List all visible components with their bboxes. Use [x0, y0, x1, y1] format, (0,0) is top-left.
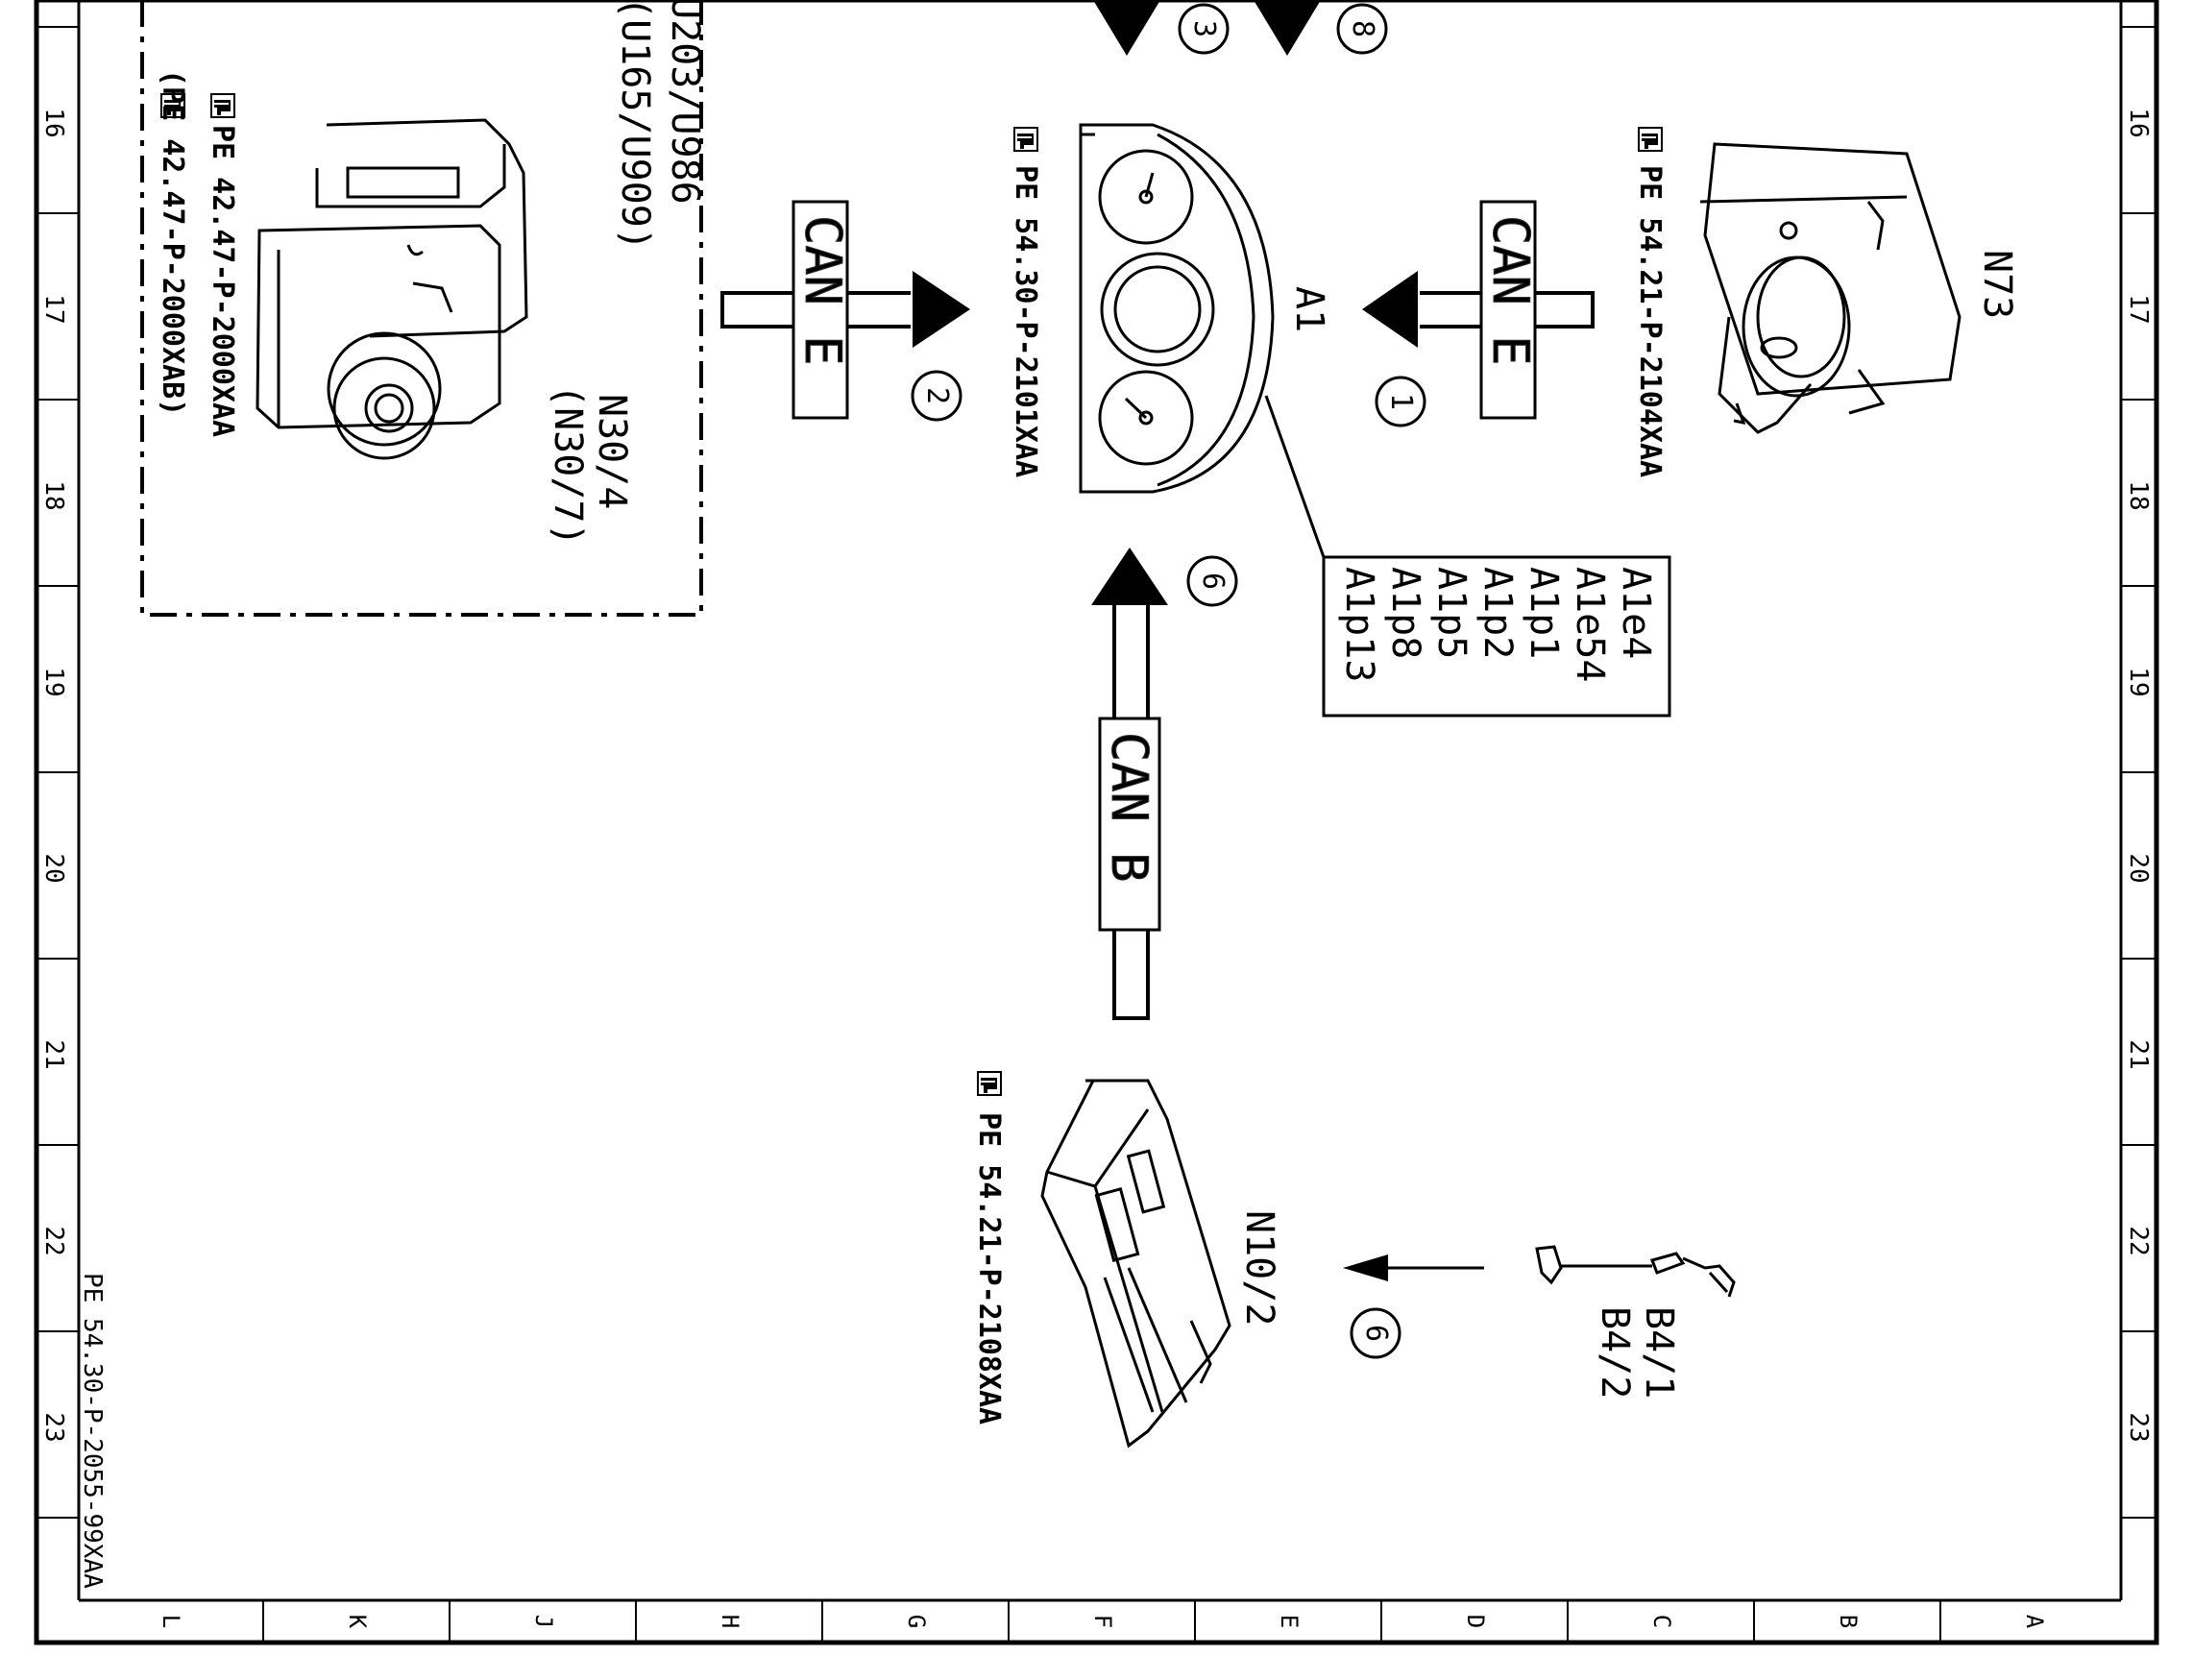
a1-cluster-drawing — [1079, 123, 1275, 494]
top-marker-8-number: 8 — [1346, 20, 1379, 37]
n73-ref: PE 54.21-P-2104XAA — [1633, 165, 1667, 477]
a1-subpart-6: A1p8 — [1383, 567, 1427, 659]
n30-4-ref2: (PE 42.47-P-2000XAB) — [156, 69, 189, 416]
bottom-label-F: F — [1089, 1615, 1116, 1628]
reference-hand-icon — [977, 1071, 1002, 1096]
reference-hand-icon — [210, 93, 235, 118]
top-marker-3: 3 — [1093, 0, 1230, 56]
a1-subpart-4: A1p2 — [1475, 567, 1520, 659]
a1-subpart-5: A1p5 — [1429, 567, 1474, 659]
bottom-label-C: C — [1648, 1615, 1675, 1628]
n10-2-sam-module-drawing — [1040, 1079, 1231, 1449]
bottom-label-K: K — [344, 1615, 371, 1629]
right-label-23: 23 — [2124, 1412, 2153, 1442]
bottom-label-L: L — [158, 1615, 184, 1628]
b4-to-n10-connection: 6 — [1343, 1254, 1484, 1359]
n30-4-code-line1: U203/U986 — [663, 0, 707, 205]
can-e-left-connection: CAN E 2 — [720, 200, 970, 422]
n73-ignition-switch-drawing — [1699, 142, 1962, 434]
bottom-label-A: A — [2021, 1615, 2048, 1629]
b4-group: B4/1 B4/2 — [1535, 1245, 1736, 1399]
bottom-label-D: D — [1462, 1615, 1489, 1628]
right-label-18: 18 — [2124, 480, 2153, 510]
a1-label: A1 — [1287, 286, 1331, 332]
right-label-17: 17 — [2124, 294, 2153, 324]
left-label-17: 17 — [39, 294, 68, 324]
drawing-frame — [34, 0, 2159, 1645]
n73-group: N73 PE 54.21-P-2104XAA — [1633, 127, 2019, 477]
b4-fuel-sensor-drawing — [1535, 1245, 1736, 1298]
n30-4-module-drawing — [256, 118, 528, 460]
left-label-22: 22 — [39, 1226, 68, 1255]
bottom-label-E: E — [1276, 1615, 1303, 1628]
can-b-label: CAN B — [1100, 732, 1157, 883]
right-label-22: 22 — [2124, 1226, 2153, 1255]
left-label-19: 19 — [39, 667, 68, 696]
n10-2-group: N10/2 PE 54.21-P-2108XAA — [972, 1071, 1281, 1449]
left-label-18: 18 — [39, 480, 68, 510]
right-label-21: 21 — [2124, 1039, 2153, 1069]
right-zone-labels: 16 17 18 19 20 21 22 23 — [2121, 26, 2156, 1519]
b4-2-label: B4/2 — [1593, 1306, 1637, 1399]
left-label-21: 21 — [39, 1039, 68, 1069]
a1-subpart-7: A1p13 — [1337, 567, 1381, 682]
can-e-left-label: CAN E — [793, 215, 851, 366]
a1-subparts-box — [1322, 555, 1671, 718]
can-e-right-number: 1 — [1384, 393, 1418, 410]
a1-subpart-2: A1e54 — [1568, 567, 1612, 682]
n30-4-alt-label: (N30/7) — [546, 384, 590, 547]
a1-ref: PE 54.30-P-2101XAA — [1009, 165, 1042, 477]
bottom-label-G: G — [903, 1615, 930, 1628]
right-label-20: 20 — [2124, 853, 2153, 883]
left-zone-labels: 16 17 18 19 20 21 22 23 — [37, 26, 79, 1519]
a1-group: A1 PE 54.30-P-2101XAA A1e4 A1e54 A1p1 A1… — [1009, 123, 1671, 718]
n10-2-label: N10/2 — [1237, 1210, 1281, 1326]
bottom-zone-labels: L K J H G F E D C B A — [158, 1600, 2048, 1643]
can-b-connection: CAN B 6 — [1091, 548, 1238, 1020]
bottom-label-J: J — [530, 1615, 557, 1628]
n30-4-group: U203/U986 (U165/U909) N30/4 (N30/7) PE 4… — [140, 0, 707, 617]
n30-4-label: N30/4 — [590, 394, 634, 509]
a1-subpart-1: A1e4 — [1614, 567, 1658, 659]
n30-4-code-line2: (U165/U909) — [613, 0, 657, 251]
top-marker-8: 8 — [1254, 0, 1388, 56]
a1-subpart-3: A1p1 — [1522, 567, 1566, 659]
top-marker-3-number: 3 — [1187, 20, 1221, 37]
n30-4-ref1: PE 42.47-P-2000XAA — [206, 125, 239, 437]
reference-hand-icon — [1013, 127, 1038, 152]
bottom-label-B: B — [1835, 1615, 1862, 1628]
left-label-20: 20 — [39, 853, 68, 883]
reference-hand-icon — [1638, 127, 1663, 152]
n73-label: N73 — [1975, 250, 2019, 319]
left-label-23: 23 — [39, 1412, 68, 1442]
b4-1-label: B4/1 — [1637, 1306, 1681, 1399]
b4-to-n10-number: 6 — [1359, 1325, 1393, 1342]
can-b-number: 6 — [1196, 572, 1230, 590]
right-label-19: 19 — [2124, 667, 2153, 696]
can-e-left-number: 2 — [920, 387, 954, 404]
bottom-label-H: H — [717, 1615, 743, 1628]
drawing-id: PE 54.30-P-2055-99XAA — [78, 1273, 107, 1589]
left-label-16: 16 — [39, 108, 68, 137]
can-e-right-connection: CAN E 1 — [1362, 200, 1595, 427]
n10-2-ref: PE 54.21-P-2108XAA — [972, 1112, 1006, 1424]
right-label-16: 16 — [2124, 108, 2153, 137]
can-e-right-label: CAN E — [1481, 215, 1539, 366]
